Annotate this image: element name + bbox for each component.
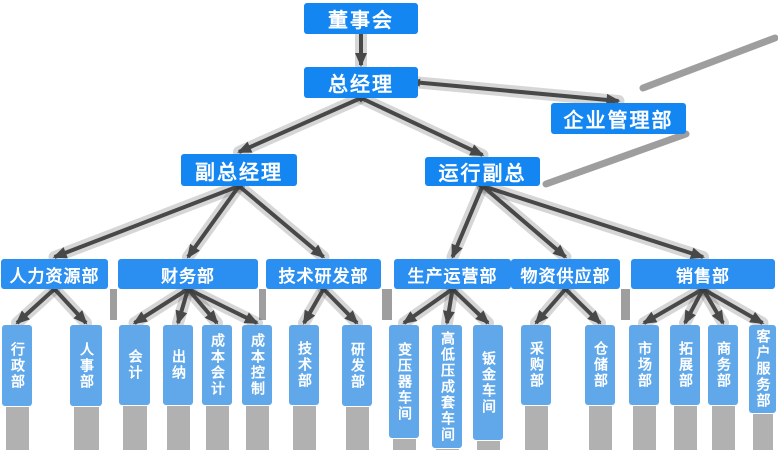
org-node-customer-service-dept: 客户服务部 <box>749 325 776 413</box>
unit-shadow-band <box>589 406 612 450</box>
org-node-materials-supply-dept: 物资供应部 <box>511 259 620 289</box>
unit-shadow-band <box>167 406 190 450</box>
connector-line <box>534 282 571 325</box>
edges-group <box>11 22 769 329</box>
org-node-enterprise-management-dept: 企业管理部 <box>551 103 686 134</box>
decorative-shadow-line <box>542 130 690 188</box>
gap-shadow-band <box>110 289 117 320</box>
unit-shadow-band <box>123 406 147 450</box>
connector-line <box>232 180 326 259</box>
org-node-cost-control: 成本控制 <box>242 325 272 405</box>
connector-line <box>353 94 485 157</box>
org-node-purchasing-dept: 采购部 <box>521 325 551 405</box>
org-node-research-dept: 研发部 <box>342 325 372 406</box>
connector-line <box>559 283 602 325</box>
org-node-rd-dept: 技术研发部 <box>266 259 381 289</box>
org-node-deputy-general-manager: 副总经理 <box>181 154 297 186</box>
org-node-commerce-dept: 商务部 <box>708 325 738 405</box>
org-node-transformer-workshop: 变压器车间 <box>389 325 419 438</box>
gap-shadow-band <box>621 289 630 320</box>
unit-shadow-band <box>293 406 316 450</box>
org-node-sheet-metal-workshop: 钣金车间 <box>473 325 503 440</box>
unit-shadow-band <box>525 406 548 450</box>
connector-line <box>450 178 486 259</box>
org-node-personnel-dept: 人事部 <box>70 325 102 406</box>
unit-shadow-band <box>206 406 229 450</box>
connector-line <box>180 285 259 325</box>
unit-shadow-band <box>633 406 656 450</box>
org-node-expansion-dept: 拓展部 <box>670 325 700 405</box>
org-node-hr-dept: 人力资源部 <box>1 259 108 289</box>
org-node-accounting: 会计 <box>119 325 150 405</box>
connector-line <box>474 182 705 260</box>
org-node-marketing-dept: 市场部 <box>629 325 659 405</box>
org-node-production-operations-dept: 生产运营部 <box>394 259 511 289</box>
gap-shadow-band <box>382 289 392 320</box>
org-node-cost-accounting: 成本会计 <box>202 325 232 405</box>
unit-shadow-band <box>477 441 500 450</box>
unit-shadow-band <box>712 406 735 450</box>
org-node-board: 董事会 <box>304 3 418 34</box>
org-node-operations-vp: 运行副总 <box>425 157 540 186</box>
unit-shadow-band <box>393 439 416 450</box>
gap-shadow-band <box>259 289 266 320</box>
connector-line <box>317 283 359 325</box>
org-node-finance-dept: 财务部 <box>118 259 258 289</box>
unit-shadow-band <box>6 407 29 450</box>
org-node-general-manager: 总经理 <box>304 67 418 98</box>
org-node-sales-dept: 销售部 <box>631 259 775 289</box>
unit-shadow-band <box>674 406 697 450</box>
unit-shadow-band <box>246 406 269 450</box>
unit-shadow-band <box>346 407 369 450</box>
decorative-shadow-line <box>639 34 778 92</box>
unit-shadow-band <box>753 414 773 450</box>
unit-shadow-band <box>74 407 99 450</box>
unit-shadow-bands <box>6 406 773 450</box>
connector-line <box>15 283 61 325</box>
connector-line <box>186 179 244 259</box>
org-node-switchgear-workshop: 高低压成套车间 <box>432 325 462 448</box>
org-node-technology-dept: 技术部 <box>289 325 319 405</box>
connector-line <box>49 283 88 325</box>
org-node-warehouse-dept: 仓储部 <box>585 325 615 405</box>
connector-line <box>696 285 765 325</box>
connector-line <box>410 78 621 106</box>
connector-line <box>446 283 490 325</box>
org-node-cashier: 出纳 <box>163 325 193 405</box>
connector-line <box>237 94 369 154</box>
org-node-admin-dept: 行政部 <box>2 325 32 406</box>
